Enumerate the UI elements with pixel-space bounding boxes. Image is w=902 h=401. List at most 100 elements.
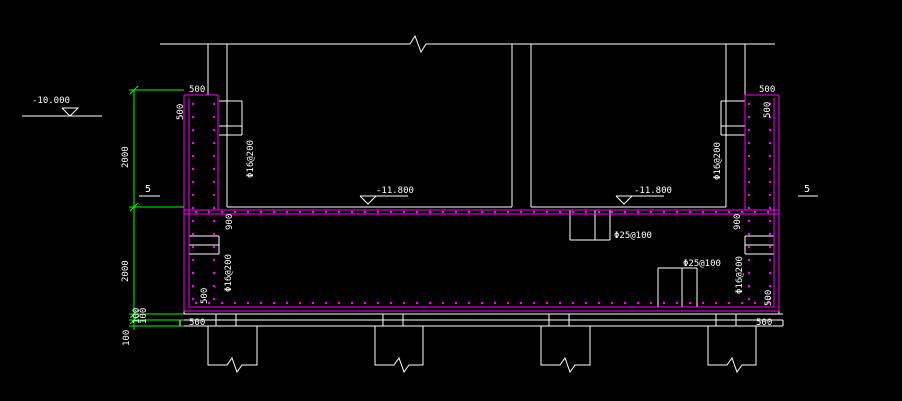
rebar-dot <box>747 297 751 301</box>
rebar-dot <box>311 210 315 214</box>
rebar-dot <box>714 301 718 305</box>
rebar-dot <box>191 297 195 301</box>
rebar-dot <box>298 210 302 214</box>
dim-slab-left: 900 <box>225 214 235 230</box>
rebar-dot <box>714 210 718 214</box>
rebar-dot <box>610 301 614 305</box>
rebar-dot <box>298 301 302 305</box>
rebar-label-wall-right-top: Φ16@200 <box>713 142 723 180</box>
rebar-dot <box>545 210 549 214</box>
rebar-dot <box>212 141 216 145</box>
rebar-dot <box>747 258 751 262</box>
rebar-dot <box>688 301 692 305</box>
rebar-dot <box>191 180 195 184</box>
rebar-label-beam-right: Φ25@100 <box>683 259 721 269</box>
rebar-dot <box>467 301 471 305</box>
rebar-dot <box>212 297 216 301</box>
rebar-dot <box>415 210 419 214</box>
rebar-dot <box>532 210 536 214</box>
elevation-label-left: -10.000 <box>32 96 70 106</box>
rebar-dot <box>545 301 549 305</box>
rebar-dot <box>441 301 445 305</box>
rebar-dot <box>571 210 575 214</box>
rebar-dot <box>747 219 751 223</box>
rebar-dot <box>493 301 497 305</box>
rebar-dot <box>753 210 757 214</box>
rebar-dot <box>747 141 751 145</box>
rebar-dot <box>768 115 772 119</box>
rebar-dot <box>768 245 772 249</box>
rebar-dot <box>768 193 772 197</box>
rebar-dot <box>191 154 195 158</box>
rebar-dot <box>480 301 484 305</box>
rebar-dot <box>191 141 195 145</box>
rebar-dot <box>363 301 367 305</box>
rebar-dot <box>454 301 458 305</box>
rebar-dot <box>324 301 328 305</box>
rebar-dot <box>207 210 211 214</box>
dim-small-b: 100 <box>132 308 142 324</box>
rebar-dot <box>376 210 380 214</box>
dim-bottom-right-side: 500 <box>764 290 774 306</box>
rebar-dot <box>747 232 751 236</box>
rebar-dot <box>350 210 354 214</box>
dim-bottom-left-side: 500 <box>200 288 210 304</box>
dim-bottom-right-foot: 500 <box>756 318 772 328</box>
dimension-lines <box>129 85 184 330</box>
rebar-dot <box>212 102 216 106</box>
rebar-dot <box>415 301 419 305</box>
rebar-dot <box>233 301 237 305</box>
rebar-dot <box>558 301 562 305</box>
rebar-dot <box>519 210 523 214</box>
dim-wall-top-right: 500 <box>759 85 775 95</box>
rebar-dot <box>259 210 263 214</box>
rebar-dot <box>212 167 216 171</box>
rebar-dot <box>768 141 772 145</box>
annotations: -10.000 -11.800 -11.800 5 5 2000 2000 10… <box>32 85 810 346</box>
rebar-dot <box>212 193 216 197</box>
rebar-dot <box>532 301 536 305</box>
rebar-dot <box>454 210 458 214</box>
rebar-dot <box>191 284 195 288</box>
dim-top-height: 2000 <box>121 146 131 168</box>
rebar-dot <box>220 301 224 305</box>
rebar-label-wall-left-bottom: Φ16@200 <box>224 254 234 292</box>
rebar-dot <box>191 232 195 236</box>
rebar-dot <box>747 115 751 119</box>
rebar-dot <box>747 284 751 288</box>
rebar-dot <box>389 210 393 214</box>
rebar-dot <box>246 210 250 214</box>
dim-base: 100 <box>122 330 132 346</box>
rebar-dot <box>727 210 731 214</box>
rebar-dot <box>207 301 211 305</box>
rebar-dot <box>768 206 772 210</box>
rebar-dot <box>747 206 751 210</box>
rebar-dot <box>753 301 757 305</box>
rebar-dot <box>571 301 575 305</box>
rebar-label-beam-mid: Φ25@100 <box>614 231 652 241</box>
rebar-dot <box>402 210 406 214</box>
rebar-dot <box>212 219 216 223</box>
rebar-dot <box>766 301 770 305</box>
rebar-dot <box>662 210 666 214</box>
rebar-dot <box>768 232 772 236</box>
rebar-dot <box>636 210 640 214</box>
rebar-dot <box>768 284 772 288</box>
rebar-dot <box>768 297 772 301</box>
rebar-dot <box>191 102 195 106</box>
rebar-dot <box>272 210 276 214</box>
rebar-dot <box>740 301 744 305</box>
rebar-dot <box>768 258 772 262</box>
section-mark-right: 5 <box>804 184 810 195</box>
rebar-dot <box>337 210 341 214</box>
rebar-dot <box>768 128 772 132</box>
rebar-dot <box>519 301 523 305</box>
rebar-dot <box>747 180 751 184</box>
rebar-dot <box>220 210 224 214</box>
rebar-dot <box>558 210 562 214</box>
section-mark-left: 5 <box>145 184 151 195</box>
rebar-dot <box>768 271 772 275</box>
rebar-dot <box>212 271 216 275</box>
